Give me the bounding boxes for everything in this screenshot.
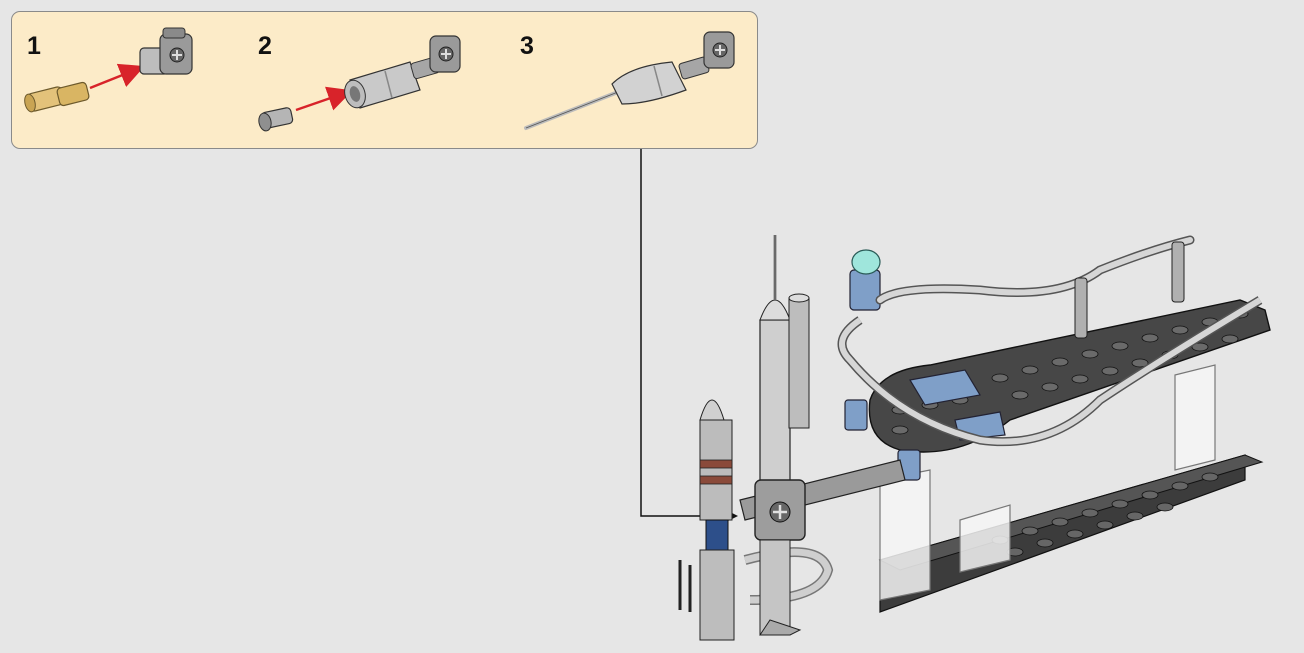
step-3-number: 3 xyxy=(520,32,534,60)
step-1-assembly-arrow xyxy=(89,63,145,90)
step-2-small-pin-icon xyxy=(258,107,294,132)
step-1-connector-icon xyxy=(139,27,193,75)
step-2-cylinder-assembly-icon xyxy=(344,35,461,109)
step-3-antenna-assembly-icon xyxy=(524,31,735,130)
step-1-number: 1 xyxy=(27,32,41,60)
step-2-number: 2 xyxy=(258,32,272,60)
main-model-illustration xyxy=(678,235,1271,641)
step-2-assembly-arrow xyxy=(295,86,353,112)
step-1-tan-pin-icon xyxy=(24,81,90,113)
